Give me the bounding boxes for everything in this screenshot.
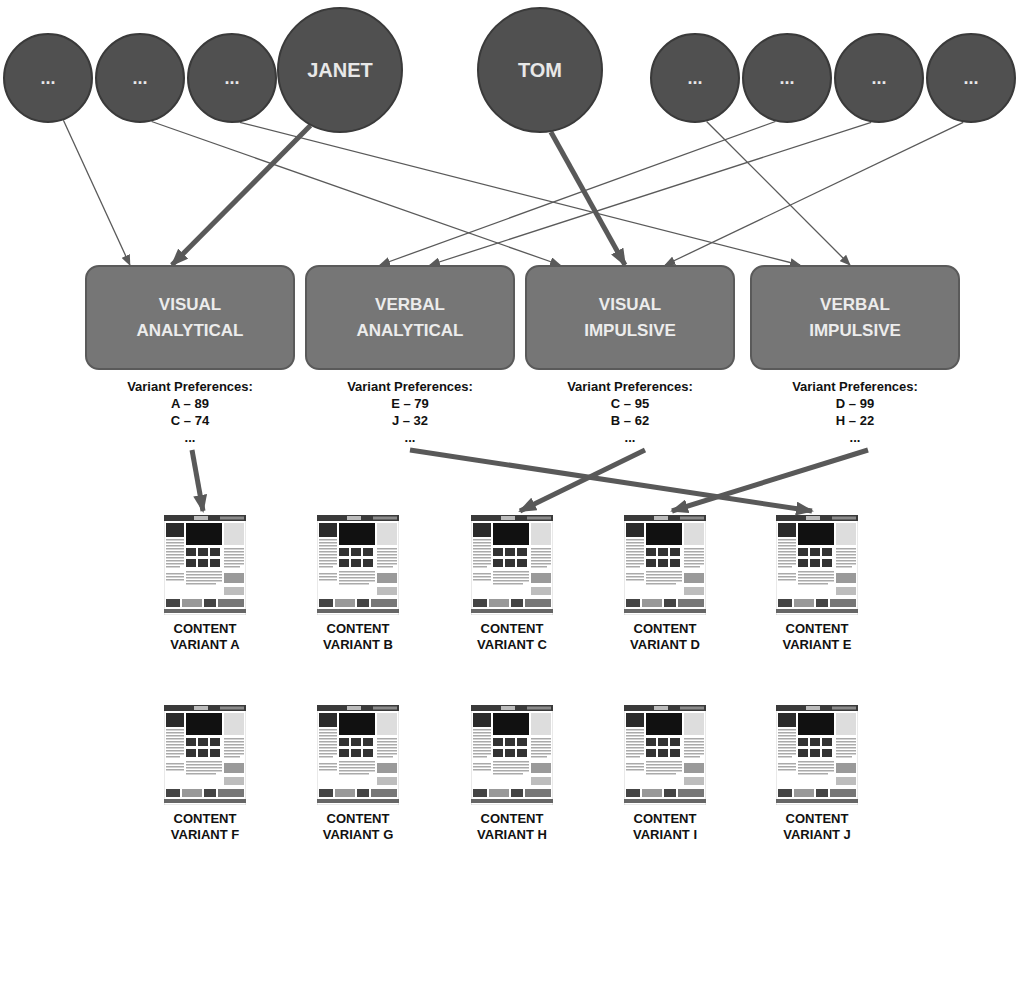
person-circle: ...	[834, 33, 924, 123]
person-circle: ...	[650, 33, 740, 123]
preference-score: J – 32	[305, 412, 515, 429]
preference-score: ...	[85, 429, 295, 446]
preference-score: D – 99	[750, 395, 960, 412]
preference-score: A – 89	[85, 395, 295, 412]
style-box: VISUAL ANALYTICAL	[85, 265, 295, 370]
assignment-arrow	[152, 122, 560, 266]
preference-score: B – 62	[525, 412, 735, 429]
person-label: ...	[132, 68, 147, 89]
leader-arrow	[672, 450, 868, 511]
person-circle: ...	[926, 33, 1016, 123]
content-variant: CONTENT VARIANT D	[605, 515, 725, 655]
page-thumbnail	[317, 705, 399, 805]
assignment-arrow	[665, 122, 963, 265]
preference-score: C – 95	[525, 395, 735, 412]
content-variant: CONTENT VARIANT G	[298, 705, 418, 845]
preference-score: H – 22	[750, 412, 960, 429]
page-thumbnail	[624, 705, 706, 805]
page-thumbnail	[317, 515, 399, 615]
page-thumbnail	[776, 705, 858, 805]
person-circle: ...	[3, 33, 93, 123]
content-variant: CONTENT VARIANT B	[298, 515, 418, 655]
person-label: JANET	[307, 59, 373, 82]
content-variant: CONTENT VARIANT I	[605, 705, 725, 845]
page-thumbnail	[776, 515, 858, 615]
content-variant: CONTENT VARIANT H	[452, 705, 572, 845]
variant-caption: CONTENT VARIANT F	[155, 811, 255, 843]
variant-caption: CONTENT VARIANT G	[308, 811, 408, 843]
leader-arrow	[520, 450, 645, 511]
style-label: VISUAL ANALYTICAL	[120, 292, 260, 344]
style-label: VERBAL ANALYTICAL	[340, 292, 480, 344]
person-label: TOM	[518, 59, 562, 82]
style-box: VERBAL IMPULSIVE	[750, 265, 960, 370]
page-thumbnail	[471, 705, 553, 805]
leader-arrow	[410, 450, 812, 511]
variant-caption: CONTENT VARIANT H	[462, 811, 562, 843]
style-box: VISUAL IMPULSIVE	[525, 265, 735, 370]
variant-caption: CONTENT VARIANT J	[767, 811, 867, 843]
preference-heading: Variant Preferences:	[525, 378, 735, 395]
style-label: VERBAL IMPULSIVE	[785, 292, 925, 344]
preference-heading: Variant Preferences:	[85, 378, 295, 395]
person-label: ...	[687, 68, 702, 89]
assignment-arrow	[380, 122, 775, 266]
variant-caption: CONTENT VARIANT C	[462, 621, 562, 653]
content-variant: CONTENT VARIANT F	[145, 705, 265, 845]
person-label: ...	[224, 68, 239, 89]
person-circle: TOM	[477, 7, 603, 133]
content-variant: CONTENT VARIANT C	[452, 515, 572, 655]
person-label: ...	[40, 68, 55, 89]
preference-score: C – 74	[85, 412, 295, 429]
leader-arrow	[192, 450, 203, 511]
variant-caption: CONTENT VARIANT I	[615, 811, 715, 843]
assignment-arrow	[430, 122, 871, 265]
person-circle: ...	[187, 33, 277, 123]
variant-caption: CONTENT VARIANT A	[155, 621, 255, 653]
style-label: VISUAL IMPULSIVE	[560, 292, 700, 344]
preference-score: ...	[525, 429, 735, 446]
content-variant: CONTENT VARIANT E	[757, 515, 877, 655]
preference-heading: Variant Preferences:	[305, 378, 515, 395]
preference-heading: Variant Preferences:	[750, 378, 960, 395]
person-circle: ...	[95, 33, 185, 123]
assignment-arrow	[707, 122, 850, 266]
page-thumbnail	[164, 515, 246, 615]
variant-caption: CONTENT VARIANT D	[615, 621, 715, 653]
assignment-arrow	[240, 122, 800, 265]
content-variant: CONTENT VARIANT A	[145, 515, 265, 655]
page-thumbnail	[164, 705, 246, 805]
person-label: ...	[779, 68, 794, 89]
content-variant: CONTENT VARIANT J	[757, 705, 877, 845]
preference-score: ...	[305, 429, 515, 446]
page-thumbnail	[624, 515, 706, 615]
person-circle: ...	[742, 33, 832, 123]
person-circle: JANET	[277, 7, 403, 133]
preference-score: E – 79	[305, 395, 515, 412]
variant-caption: CONTENT VARIANT E	[767, 621, 867, 653]
preference-score: ...	[750, 429, 960, 446]
assignment-arrow-strong	[172, 126, 311, 265]
assignment-arrow	[63, 120, 129, 265]
person-label: ...	[871, 68, 886, 89]
style-box: VERBAL ANALYTICAL	[305, 265, 515, 370]
page-thumbnail	[471, 515, 553, 615]
variant-caption: CONTENT VARIANT B	[308, 621, 408, 653]
person-label: ...	[963, 68, 978, 89]
